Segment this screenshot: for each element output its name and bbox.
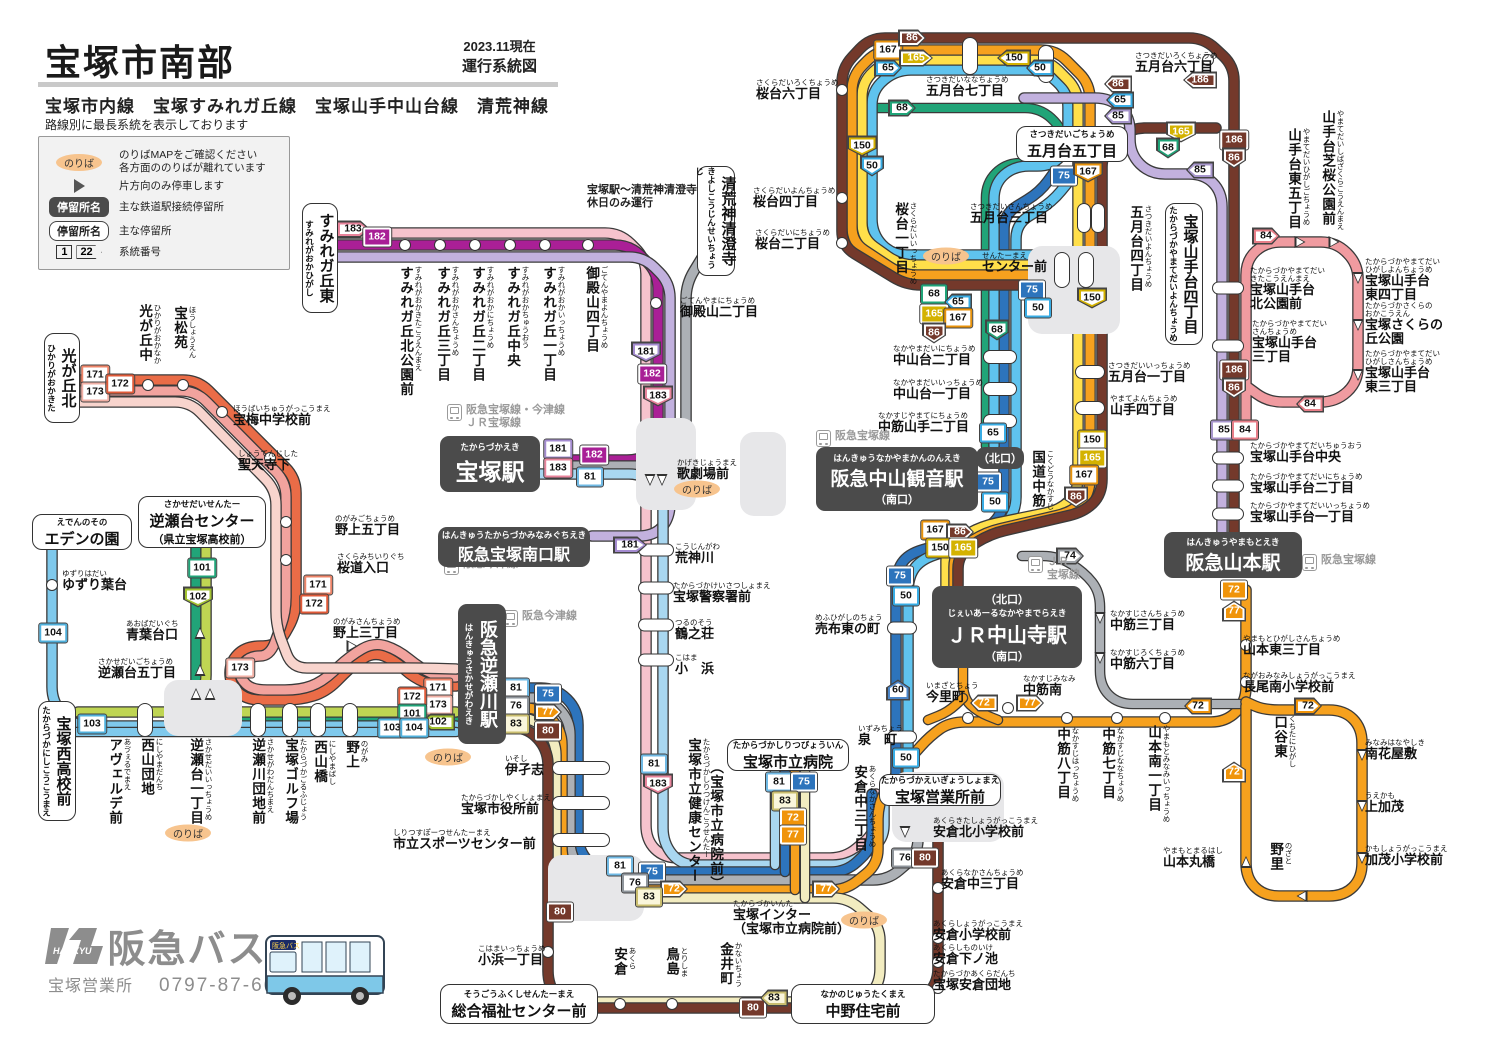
office-phone: 0797-87-6601 [159, 975, 302, 996]
legend-text: 主な鉄道駅接続停留所 [119, 200, 224, 213]
rail-stop-icon: 停留所名 [47, 197, 111, 218]
brand-logo: HANKYU 阪急バス [45, 918, 267, 973]
route-line [333, 252, 675, 541]
legend-item: 片方向のみ停車します [47, 179, 281, 194]
route-line [70, 397, 461, 674]
route-line [332, 251, 676, 542]
legend-item: のりばのりばMAPをご確認ください 各方面ののりばが離れています [47, 149, 281, 175]
route-line [333, 228, 881, 863]
svg-text:阪急バス: 阪急バス [272, 941, 300, 950]
date-note: 2023.11現在 [463, 39, 536, 54]
legend-text: 系統番号 [119, 245, 161, 258]
office-name: 宝塚営業所 [48, 978, 134, 995]
date-block: 2023.11現在 運行系統図 [462, 36, 537, 76]
legend-text: 主な停留所 [119, 224, 172, 237]
bus-illustration: 阪急バス [265, 935, 385, 1005]
route-line [857, 55, 1105, 593]
title-rule [38, 82, 558, 87]
route-line [1241, 697, 1367, 901]
office-line: 宝塚営業所 0797-87-6601 [48, 972, 301, 997]
subnote: 路線別に最長系統を表示しております [45, 118, 249, 132]
route-line [73, 543, 211, 717]
route-line [837, 33, 1239, 550]
route-line [1240, 696, 1368, 902]
legend-text: 片方向のみ停車します [119, 179, 224, 192]
line-names: 宝塚市内線 宝塚すみれガ丘線 宝塚山手中山台線 清荒神線 [45, 97, 549, 116]
route-line [1016, 550, 1246, 710]
route-line [924, 694, 967, 724]
legend-text: のりばMAPをご確認ください 各方面ののりばが離れています [119, 149, 266, 175]
legend-box: のりばのりばMAPをご確認ください 各方面ののりばが離れています片方向のみ停車し… [38, 136, 290, 271]
legend-item: 停留所名主な鉄道駅接続停留所 [47, 197, 281, 218]
hankyu-logo-icon: HANKYU [45, 927, 103, 964]
one-way-icon [47, 179, 111, 194]
route-line [867, 65, 1105, 451]
hankyu-logo-text: HANKYU [53, 946, 92, 956]
route-line [1018, 552, 1244, 708]
route-line [497, 585, 1251, 895]
route-line [332, 239, 664, 466]
brand-name: 阪急バス [107, 929, 268, 971]
route-line [332, 227, 882, 864]
route-line [552, 166, 720, 472]
noriba-icon: のりば [47, 153, 111, 171]
page-title: 宝塚市南部 [45, 42, 236, 83]
route-line [70, 386, 461, 695]
route-line [72, 542, 212, 718]
legend-item: 停留所名主な停留所 [47, 221, 281, 242]
route-line [333, 240, 663, 465]
major-stop-icon: 停留所名 [47, 221, 111, 242]
doc-type: 運行系統図 [462, 58, 538, 75]
